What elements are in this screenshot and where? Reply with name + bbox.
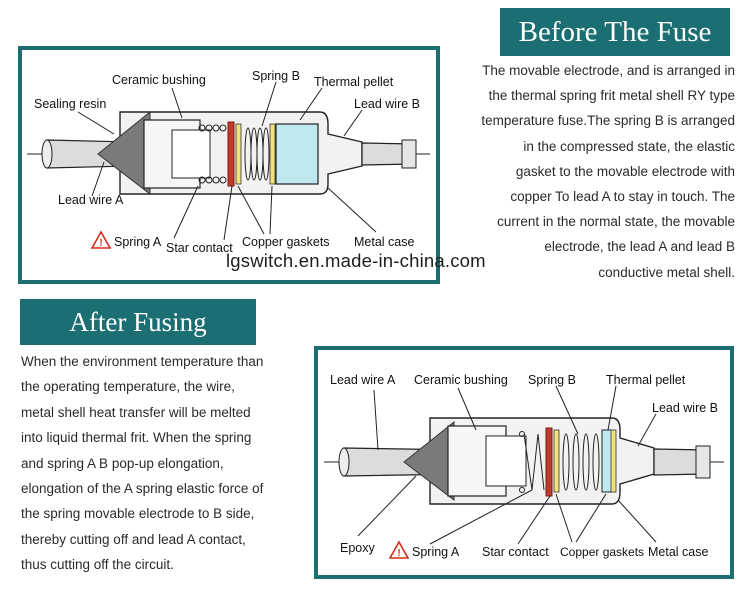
svg-text:!: ! [397,548,400,559]
after-fusing-title: After Fusing [20,299,256,345]
leader-lines [77,81,377,241]
description-line: thus cutting off the circuit. [21,557,174,573]
spring-a [198,124,227,184]
label-lead-wire-a: Lead wire A [330,373,396,387]
description-line: metal shell heat transfer will be melted [21,404,251,420]
copper-gasket [269,123,276,185]
label-thermal-pellet: Thermal pellet [314,75,394,89]
label-copper-gaskets: Copper gaskets [560,545,644,559]
thermal-pellet [275,123,319,185]
description-line: the operating temperature, the wire, [21,379,235,395]
label-ceramic-bushing: Ceramic bushing [112,73,206,87]
spring-b [244,127,270,181]
thermal-pellet [601,429,613,493]
label-spring-b: Spring B [252,69,300,83]
spring-b [562,433,600,491]
svg-text:!: ! [99,238,102,249]
label-thermal-pellet: Thermal pellet [606,373,686,387]
label-lead-wire-b: Lead wire B [652,401,718,415]
warning-icon: ! [90,230,112,249]
label-ceramic-bushing: Ceramic bushing [414,373,508,387]
label-metal-case: Metal case [648,545,708,559]
watermark: lgswitch.en.made-in-china.com [226,250,486,271]
epoxy [403,420,455,502]
description-line: in the compressed state, the elastic [523,138,735,154]
before-fuse-diagram: Ceramic bushing Spring B Thermal pellet … [27,69,430,255]
movable-electrode [485,435,527,487]
label-metal-case: Metal case [354,235,414,249]
movable-electrode [171,129,211,179]
description-line: elongation of the A spring elastic force… [21,481,264,497]
label-star-contact: Star contact [166,241,233,255]
spring-a [519,431,545,493]
star-contact [545,427,553,497]
description-line: copper To lead A to stay in touch. The [510,189,735,205]
copper-gasket [235,123,242,185]
description-line: thereby cutting off and lead A contact, [21,531,246,547]
description-line: the thermal spring frit metal shell RY t… [488,88,735,104]
label-sealing-resin: Sealing resin [34,97,106,111]
description-line: gasket to the movable electrode with [515,163,735,179]
description-line: into liquid thermal frit. When the sprin… [21,430,252,446]
label-epoxy: Epoxy [340,541,375,555]
after-fusing-diagram-panel: Lead wire A Ceramic bushing Spring B The… [314,346,734,579]
lead-wire-a-end [338,447,350,477]
description-line: and spring A B pop-up elongation, [21,455,224,471]
label-lead-wire-b: Lead wire B [354,97,420,111]
copper-gasket [553,429,560,493]
before-fuse-diagram-panel: Ceramic bushing Spring B Thermal pellet … [18,46,440,284]
copper-gasket [610,429,617,493]
after-fusing-description: When the environment temperature than th… [21,349,299,578]
after-fusing-diagram: Lead wire A Ceramic bushing Spring B The… [324,373,724,559]
label-star-contact: Star contact [482,545,549,559]
description-line: conductive metal shell. [598,264,735,280]
description-line: the spring movable electrode to B side, [21,506,255,522]
lead-wire-b-end [695,445,711,479]
lead-wire-a-end [41,139,53,169]
description-line: The movable electrode, and is arranged i… [482,63,735,78]
description-line: temperature fuse.The spring B is arrange… [481,113,735,129]
label-lead-wire-a: Lead wire A [58,193,124,207]
description-line: current in the normal state, the movable [497,214,735,230]
label-copper-gaskets: Copper gaskets [242,235,330,249]
before-fuse-title: Before The Fuse [500,8,730,56]
label-spring-a: Spring A [114,235,162,249]
label-spring-a: Spring A [412,545,460,559]
description-line: electrode, the lead A and lead B [544,239,735,255]
before-fuse-description: The movable electrode, and is arranged i… [452,58,735,285]
leader-lines [357,385,657,545]
description-line: When the environment temperature than [21,354,264,369]
warning-icon: ! [388,540,410,559]
label-spring-b: Spring B [528,373,576,387]
lead-wire-b-end [401,139,417,169]
star-contact [227,121,235,187]
